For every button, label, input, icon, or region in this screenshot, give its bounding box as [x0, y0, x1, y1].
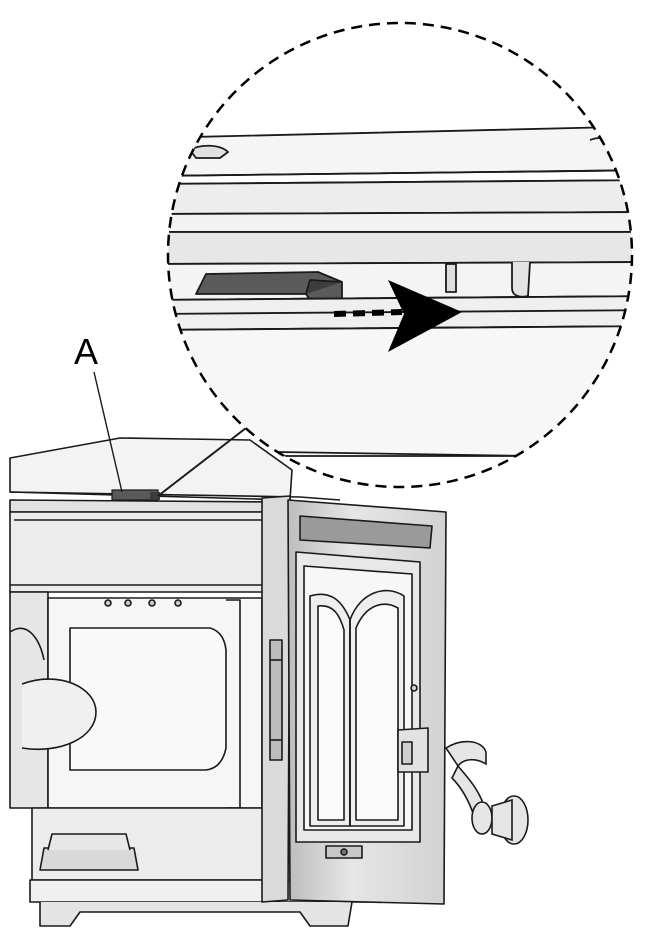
stove-top-band [9, 499, 281, 513]
zoom-top-plate [168, 125, 632, 177]
door-handle-knob [471, 801, 493, 835]
stove-oval-emblem [21, 678, 97, 750]
callout-leader-line [93, 371, 123, 493]
stove-upper-block [9, 511, 279, 593]
stove-door [261, 495, 447, 905]
firebox-inner-panel [69, 627, 227, 771]
detail-marker [93, 371, 247, 501]
stove-body [9, 437, 369, 927]
callout-label-a: A [74, 331, 98, 372]
firebox-studs [104, 599, 182, 607]
stove-top-edge [9, 491, 341, 501]
door-handle [444, 740, 529, 845]
dashed-circle-magnifier-icon [166, 21, 634, 489]
ash-tray [39, 847, 139, 871]
dashed-arrow-right-icon [333, 280, 462, 352]
zoom-leader-line [157, 427, 247, 497]
stove-feet [39, 901, 353, 927]
zoom-lower-wall [168, 325, 632, 457]
zoom-detail [166, 21, 634, 489]
door-top-vent [299, 515, 433, 549]
